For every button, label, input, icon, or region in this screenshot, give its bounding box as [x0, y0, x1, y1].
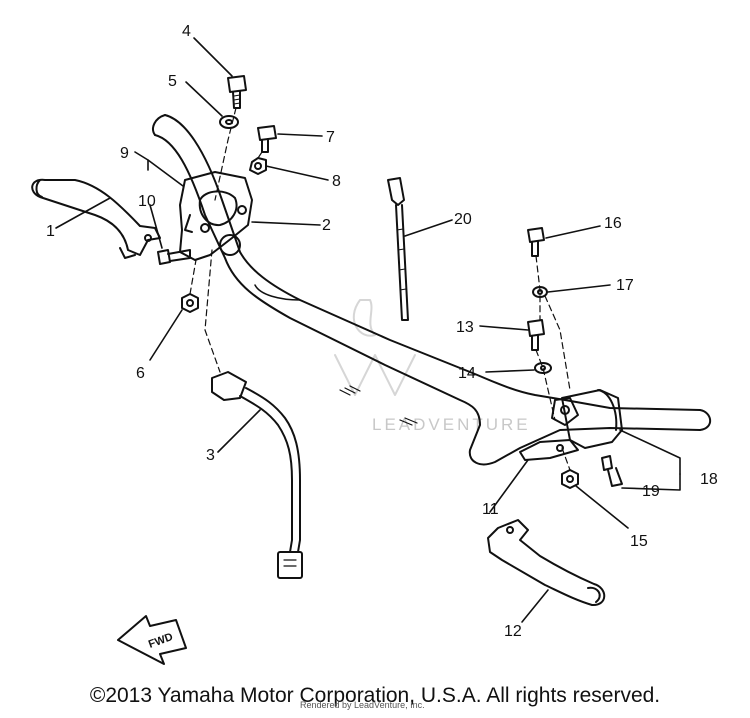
callout-20: 20: [454, 211, 472, 228]
callout-17: 17: [616, 277, 634, 294]
callout-11: 11: [482, 501, 499, 518]
callout-18: 18: [700, 471, 718, 488]
cable-tie-20: [387, 177, 409, 321]
nut-15: [561, 469, 579, 489]
handlebar: [152, 114, 712, 466]
bolt-16: [527, 227, 545, 257]
bolt-4: [227, 75, 247, 109]
bolt-19: [601, 455, 623, 487]
bracket-11: [519, 439, 579, 461]
washer-5: [219, 115, 239, 129]
brake-lever-12: [487, 519, 606, 607]
callout-14: 14: [458, 365, 476, 382]
screw-10: [157, 249, 191, 265]
callout-10: 10: [138, 193, 156, 210]
callout-4: 4: [182, 23, 191, 40]
callout-12: 12: [504, 623, 522, 640]
washer-14: [534, 362, 552, 374]
callout-15: 15: [630, 533, 648, 550]
clutch-switch-3: [211, 371, 303, 579]
callout-2: 2: [322, 217, 331, 234]
lever-holder-18: [551, 389, 623, 449]
clutch-lever: [31, 178, 161, 259]
nut-6: [181, 293, 199, 313]
callout-7: 7: [326, 129, 335, 146]
lever-holder: [179, 171, 253, 261]
callout-13: 13: [456, 319, 474, 336]
fwd-arrow: [117, 615, 187, 665]
leader-lines: [55, 37, 681, 623]
nut-8: [249, 157, 267, 175]
assembly-lines: [189, 107, 571, 471]
rendered-by-note: Rendered by LeadVenture, Inc.: [300, 700, 425, 710]
callout-5: 5: [168, 73, 177, 90]
callout-9: 9: [120, 145, 129, 162]
knurl-marks: [339, 385, 418, 426]
watermark-logo: [334, 299, 416, 396]
callout-3: 3: [206, 447, 215, 464]
copyright-notice: ©2013 Yamaha Motor Corporation, U.S.A. A…: [89, 684, 661, 707]
watermark-text: LEADVENTURE: [372, 415, 531, 434]
callout-16: 16: [604, 215, 622, 232]
bolt-13: [527, 319, 545, 351]
callout-6: 6: [136, 365, 145, 382]
callout-19: 19: [642, 483, 660, 500]
fwd-label: FWD: [147, 631, 175, 651]
bolt-7: [257, 125, 277, 153]
callout-8: 8: [332, 173, 341, 190]
callout-1: 1: [46, 223, 55, 240]
